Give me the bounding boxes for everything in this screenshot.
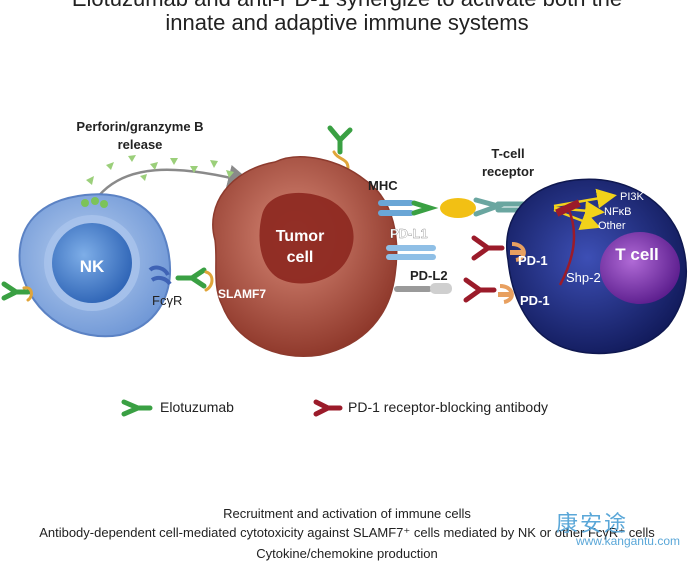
- nk-nucleus: [52, 223, 132, 303]
- release-label: release: [118, 137, 163, 152]
- watermark-chinese: 康安途: [555, 512, 628, 537]
- legend-elotuzumab-label: Elotuzumab: [160, 399, 234, 415]
- granzyme-granules: [86, 155, 234, 185]
- t-cell: T cell: [506, 178, 687, 355]
- elotuzumab-antibody-top: [327, 125, 353, 170]
- t-cell-nucleus: [600, 232, 680, 304]
- legend-elotuzumab-glyph: [121, 399, 153, 417]
- pd1-blocking-antibody-upper: [471, 235, 505, 261]
- legend-pd1-antibody-label: PD-1 receptor-blocking antibody: [348, 399, 548, 415]
- tumor-nucleus: [259, 192, 354, 284]
- pdl2-molecule: [394, 283, 452, 294]
- slamf7-label: SLAMF7: [218, 287, 266, 301]
- figure-title-line1: Elotuzumab and anti-PD-1 synergize to ac…: [0, 0, 694, 12]
- tumor-cell: Tumor cell: [212, 156, 398, 357]
- tcell-label: T cell: [615, 245, 658, 264]
- tumor-label-line1: Tumor: [276, 228, 325, 245]
- pd1-receptor-upper: [510, 242, 526, 262]
- nfkb-label: NFκB: [604, 206, 632, 218]
- pd1-label-lower: PD-1: [520, 293, 550, 308]
- pdl1-label: PD-L1: [390, 226, 428, 241]
- footer-line3: Cytokine/chemokine production: [256, 546, 438, 561]
- fcgr-label: FcγR: [152, 293, 182, 308]
- pd1-receptor-lower: [498, 284, 514, 304]
- shp2-label: Shp-2: [566, 270, 601, 285]
- perforin-release-arrow: [90, 165, 253, 206]
- mhc-molecule: [378, 198, 476, 218]
- tumor-label-line2: cell: [287, 249, 314, 266]
- footer-line2: Antibody-dependent cell-mediated cytotox…: [39, 525, 655, 540]
- other-label: Other: [598, 220, 626, 232]
- pdl2-label: PD-L2: [410, 268, 448, 283]
- watermark: 康安途 www.kangantu.com: [556, 506, 680, 548]
- pi3k-label: PI3K: [620, 191, 645, 203]
- tcr-label-line2: receptor: [482, 164, 534, 179]
- pd1-blocking-antibody-lower: [463, 277, 497, 303]
- tcr-label-line1: T-cell: [491, 146, 524, 161]
- pdl1-molecule: [386, 245, 436, 260]
- antigen-peptide: [440, 198, 476, 218]
- perforin-label: Perforin/granzyme B: [76, 119, 203, 134]
- nk-label: NK: [80, 257, 105, 276]
- nk-cell: NK: [18, 193, 171, 338]
- watermark-url: www.kangantu.com: [575, 534, 680, 548]
- fcgr-receptor: [148, 265, 172, 286]
- mhc-label: MHC: [368, 178, 398, 193]
- figure-title-line2: innate and adaptive immune systems: [165, 10, 529, 35]
- shp2-inhibition: [555, 199, 581, 286]
- elotuzumab-antibody-nk-left: [1, 281, 33, 302]
- footer-line1: Recruitment and activation of immune cel…: [223, 506, 471, 521]
- pd1-label-upper: PD-1: [518, 253, 548, 268]
- legend-pd1-antibody-glyph: [313, 399, 343, 417]
- elotuzumab-antibody-bridge: [175, 267, 214, 292]
